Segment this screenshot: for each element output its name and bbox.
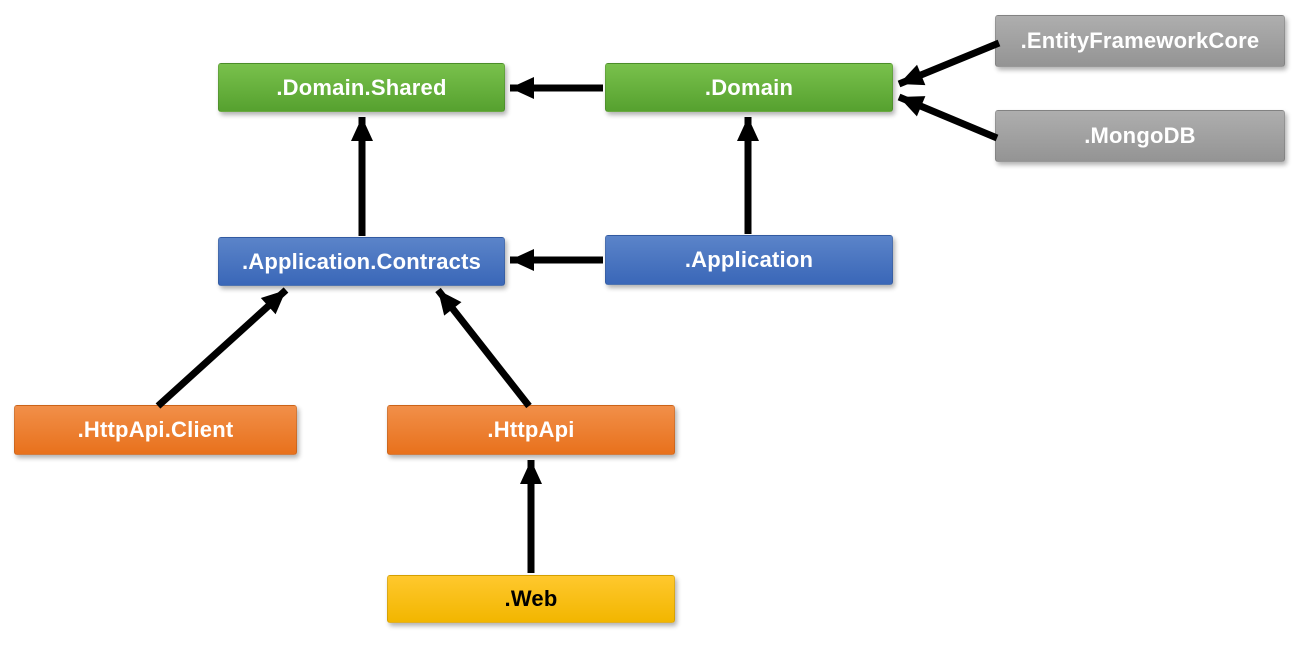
node-application-contracts-label: .Application.Contracts	[241, 248, 482, 274]
node-domain: .Domain	[605, 63, 893, 112]
node-httpapi-client: .HttpApi.Client	[14, 405, 297, 455]
arrow-httpapi-client-to-application-contracts	[155, 287, 289, 409]
node-web-label: .Web	[504, 586, 558, 611]
node-domain-shared: .Domain.Shared	[218, 63, 505, 112]
node-application-contracts: .Application.Contracts	[218, 237, 505, 286]
node-mongodb-label: .MongoDB	[1084, 123, 1196, 148]
node-web: .Web	[387, 575, 675, 623]
node-httpapi-client-label: .HttpApi.Client	[77, 417, 234, 442]
node-domain-label: .Domain	[704, 74, 794, 100]
node-httpapi-label: .HttpApi	[487, 417, 575, 442]
node-domain-shared-label: .Domain.Shared	[276, 74, 447, 100]
node-application: .Application	[605, 235, 893, 285]
node-application-label: .Application	[684, 247, 814, 272]
node-mongodb: .MongoDB	[995, 110, 1285, 162]
arrow-entityframeworkcore-to-domain	[897, 39, 1001, 88]
node-entityframeworkcore: .EntityFrameworkCore	[995, 15, 1285, 67]
arrow-mongodb-to-domain	[897, 93, 999, 142]
node-httpapi: .HttpApi	[387, 405, 675, 455]
arrow-httpapi-to-application-contracts	[435, 287, 532, 409]
node-entityframeworkcore-label: .EntityFrameworkCore	[1020, 28, 1260, 53]
